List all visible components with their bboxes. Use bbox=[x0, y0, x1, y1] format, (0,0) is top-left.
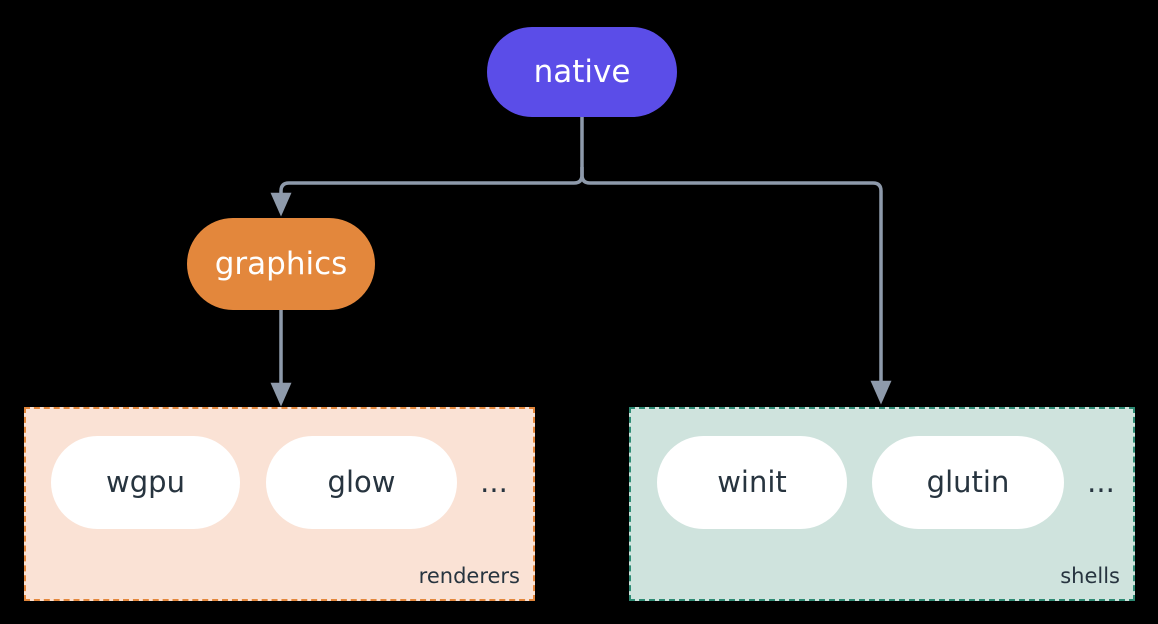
leaf-wgpu[interactable]: wgpu bbox=[51, 436, 240, 529]
group-shells-items: winit glutin ... bbox=[657, 436, 1128, 529]
group-renderers-items: wgpu glow ... bbox=[51, 436, 521, 529]
leaf-glow-label: glow bbox=[327, 465, 396, 499]
group-shells-caption: shells bbox=[1060, 564, 1120, 588]
edge-native-to-shells bbox=[580, 167, 892, 405]
leaf-glow[interactable]: glow bbox=[266, 436, 457, 529]
node-native-label: native bbox=[533, 53, 631, 90]
renderers-ellipsis: ... bbox=[480, 465, 508, 499]
edge-native-to-graphics bbox=[270, 167, 584, 217]
group-renderers-caption: renderers bbox=[418, 564, 520, 588]
leaf-winit-label: winit bbox=[717, 465, 787, 499]
group-shells: winit glutin ... shells bbox=[629, 407, 1135, 601]
leaf-glutin-label: glutin bbox=[926, 465, 1010, 499]
leaf-winit[interactable]: winit bbox=[657, 436, 847, 529]
leaf-glutin[interactable]: glutin bbox=[872, 436, 1064, 529]
group-renderers: wgpu glow ... renderers bbox=[24, 407, 535, 601]
leaf-wgpu-label: wgpu bbox=[106, 465, 185, 499]
shells-ellipsis: ... bbox=[1087, 465, 1115, 499]
node-graphics[interactable]: graphics bbox=[187, 218, 375, 310]
node-native[interactable]: native bbox=[487, 27, 677, 117]
node-graphics-label: graphics bbox=[214, 245, 348, 282]
